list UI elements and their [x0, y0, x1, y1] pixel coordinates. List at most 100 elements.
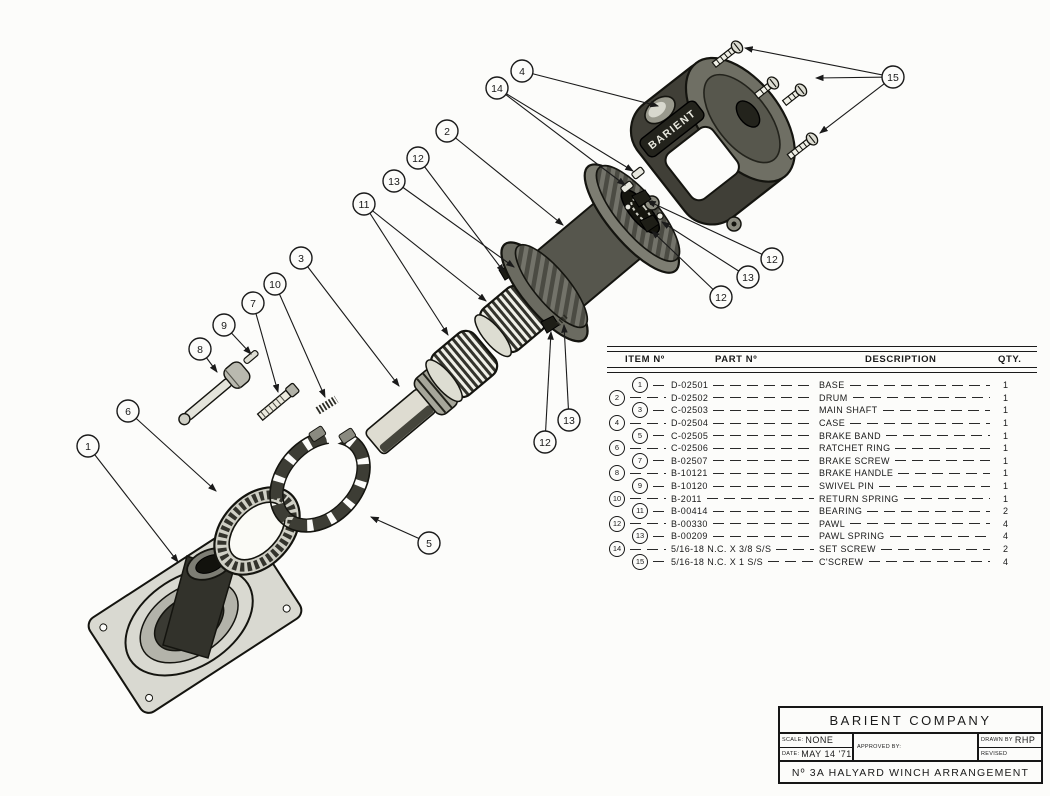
company-name: BARIENT COMPANY — [780, 708, 1041, 734]
table-header: ITEM Nº PART Nº DESCRIPTION QTY. — [607, 352, 1037, 367]
part-pawl-bottom — [540, 314, 568, 334]
part-number: B-2011 — [671, 493, 702, 504]
part-number: D-02501 — [671, 380, 709, 391]
scale-cell: SCALE: NONE — [780, 734, 852, 748]
leader-dash — [713, 447, 814, 449]
item-number-circle: 9 — [632, 478, 648, 495]
item-number-circle: 11 — [632, 503, 648, 520]
leader-dash — [712, 523, 814, 525]
leader-dash — [630, 422, 666, 424]
table-row: 11 B-00414 BEARING 2 — [607, 503, 1037, 520]
callout: 12 — [533, 430, 557, 454]
callout: 1 — [76, 434, 100, 458]
callout: 9 — [212, 313, 236, 337]
part-case: BARIENT — [629, 56, 796, 232]
svg-text:12: 12 — [766, 254, 778, 266]
callout: 12 — [760, 247, 784, 271]
table-row: 9 B-10120 SWIVEL PIN 1 — [607, 478, 1037, 495]
part-description: PAWL SPRING — [819, 531, 885, 542]
leader-dash — [712, 460, 814, 462]
title-block: BARIENT COMPANY SCALE: NONE DATE: MAY 14… — [778, 706, 1043, 784]
leader-dash — [852, 397, 990, 399]
table-row: 2 D-02502 DRUM 1 — [607, 389, 1037, 406]
part-qty: 1 — [1003, 405, 1009, 416]
approved-label: APPROVED BY: — [857, 744, 902, 750]
table-row: 15 5/16-18 N.C. X 1 S/S C'SCREW 4 — [607, 553, 1037, 570]
item-number-circle: 14 — [609, 541, 625, 558]
part-qty: 1 — [1003, 380, 1009, 391]
svg-text:4: 4 — [519, 66, 525, 78]
part-number: B-00330 — [671, 518, 708, 529]
part-description: RATCHET RING — [819, 443, 891, 454]
table-row: 13 B-00209 PAWL SPRING 4 — [607, 528, 1037, 545]
header-part-no: PART Nº — [715, 354, 758, 365]
leader-dash — [868, 561, 990, 563]
item-number-circle: 8 — [609, 465, 625, 482]
part-qty: 2 — [1003, 544, 1009, 555]
part-description: BEARING — [819, 506, 863, 517]
table-row: 7 B-02507 BRAKE SCREW 1 — [607, 452, 1037, 469]
callout: 12 — [709, 285, 733, 309]
leader-dash — [713, 409, 814, 411]
part-number: B-10120 — [671, 481, 708, 492]
leader-dash — [850, 523, 990, 525]
item-number-circle: 5 — [632, 427, 648, 444]
item-number-circle: 3 — [632, 402, 648, 419]
leader-dash — [630, 472, 666, 474]
part-description: BRAKE BAND — [819, 430, 882, 441]
item-number-circle: 6 — [609, 440, 625, 457]
approved-cell: APPROVED BY: — [854, 734, 979, 760]
leader-dash — [630, 447, 666, 449]
part-number: D-02504 — [671, 418, 709, 429]
part-description: DRUM — [819, 392, 848, 403]
leader-dash — [768, 561, 814, 563]
table-row: 5 C-02505 BRAKE BAND 1 — [607, 427, 1037, 444]
part-qty: 1 — [1003, 392, 1009, 403]
table-row: 14 5/16-18 N.C. X 3/8 S/S SET SCREW 2 — [607, 541, 1037, 558]
part-qty: 1 — [1003, 481, 1009, 492]
leader-dash — [882, 409, 990, 411]
part-description: CASE — [819, 418, 846, 429]
part-description: BRAKE SCREW — [819, 455, 890, 466]
header-item-no: ITEM Nº — [625, 354, 665, 365]
item-number-circle: 4 — [609, 415, 625, 432]
callout: 12 — [406, 146, 430, 170]
part-number: C-02506 — [671, 443, 709, 454]
svg-text:10: 10 — [269, 279, 281, 291]
leader-dash — [713, 384, 814, 386]
svg-text:12: 12 — [412, 153, 424, 165]
table-header-rule — [607, 367, 1037, 373]
part-qty: 1 — [1003, 430, 1009, 441]
part-pawls-right — [624, 189, 664, 233]
callout: 15 — [881, 65, 905, 89]
part-return-spring — [315, 395, 339, 415]
leader-dash — [653, 510, 666, 512]
drawing-title: Nº 3A HALYARD WINCH ARRANGEMENT — [791, 767, 1030, 779]
table-row: 6 C-02506 RATCHET RING 1 — [607, 440, 1037, 457]
leader-dash — [849, 384, 990, 386]
drawn-label: DRAWN BY — [981, 737, 1013, 744]
part-description: C'SCREW — [819, 556, 864, 567]
item-number-circle: 10 — [609, 490, 625, 507]
part-qty: 1 — [1003, 468, 1009, 479]
svg-text:13: 13 — [742, 272, 754, 284]
svg-text:6: 6 — [125, 406, 131, 418]
header-description: DESCRIPTION — [865, 354, 937, 365]
leader-dash — [653, 384, 666, 386]
leader-dash — [713, 435, 814, 437]
callout: 13 — [382, 169, 406, 193]
part-number: B-10121 — [671, 468, 708, 479]
part-qty: 4 — [1003, 518, 1009, 529]
part-qty: 1 — [1003, 493, 1009, 504]
scale-value: NONE — [805, 735, 834, 746]
leader-dash — [898, 472, 990, 474]
part-bearing-1 — [425, 329, 499, 403]
leader-dash — [653, 535, 666, 537]
leader-dash — [630, 548, 666, 550]
date-cell: DATE: MAY 14 '71 — [780, 748, 852, 761]
leader-dash — [712, 472, 814, 474]
table-row: 10 B-2011 RETURN SPRING 1 — [607, 490, 1037, 507]
part-number: B-00209 — [671, 531, 708, 542]
svg-text:1: 1 — [85, 441, 91, 453]
part-description: RETURN SPRING — [819, 493, 899, 504]
